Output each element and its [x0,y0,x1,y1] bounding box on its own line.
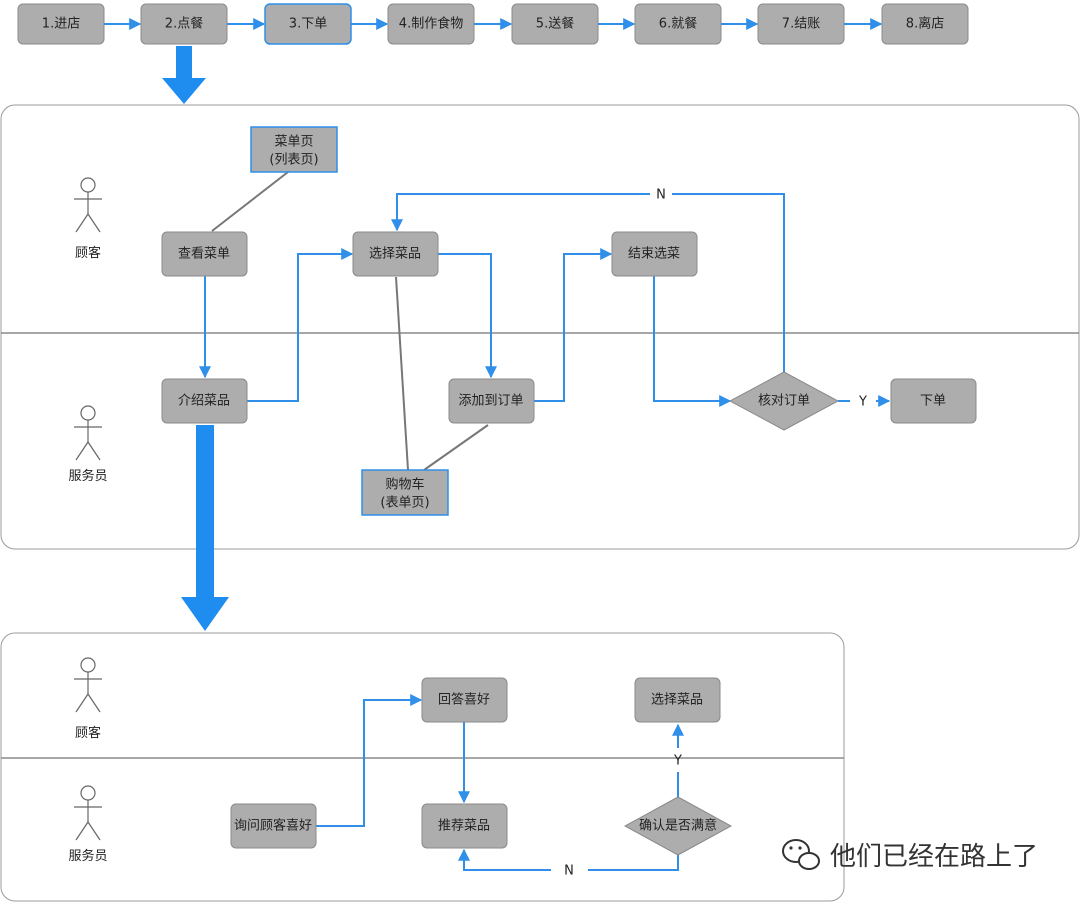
watermark: 他们已经在路上了 [782,839,1038,872]
flow-finish-to-check [653,276,732,407]
assoc-cart-add [423,424,489,471]
svg-text:(表单页): (表单页) [380,496,429,511]
wechat-icon [782,839,820,870]
confirm-satisfied-decision[interactable]: 确认是否满意 [623,796,733,856]
swimlane-2 [0,632,845,902]
ask-preference-node[interactable]: 询问顾客喜好 [230,803,317,849]
waiter-actor-icon-2 [74,785,102,841]
lane-label-customer: 顾客 [75,245,101,261]
svg-text:确认是否满意: 确认是否满意 [639,818,717,834]
flow-add-to-finish [534,248,613,402]
svg-text:菜单页: 菜单页 [274,135,313,150]
expand-arrow-2 [181,425,229,631]
svg-text:7.结账: 7.结账 [782,17,820,32]
svg-text:选择菜品: 选择菜品 [651,693,703,708]
place-order-node[interactable]: 下单 [890,378,977,424]
svg-text:购物车: 购物车 [385,477,424,493]
flow-ask-to-answer [316,694,423,827]
process-step-6[interactable]: 6.就餐 [634,3,722,45]
swimlane-1 [0,104,1080,550]
svg-text:介绍菜品: 介绍菜品 [178,394,230,409]
check-order-decision[interactable]: 核对订单 [728,371,840,431]
svg-text:结束选菜: 结束选菜 [628,247,680,262]
label-no-2: N [564,864,574,879]
customer-actor-icon [74,177,102,233]
svg-text:2.点餐: 2.点餐 [165,16,203,32]
label-no-1: N [656,188,666,203]
svg-text:6.就餐: 6.就餐 [659,16,697,32]
lane-label-waiter-2: 服务员 [68,848,107,864]
svg-text:8.离店: 8.离店 [906,16,944,32]
flow-select-to-add [438,253,497,379]
menu-page-doc[interactable]: 菜单页 (列表页) [250,126,338,173]
svg-text:4.制作食物: 4.制作食物 [399,16,463,32]
lane-label-waiter: 服务员 [68,468,107,484]
svg-text:3.下单: 3.下单 [289,17,327,32]
process-step-8[interactable]: 8.离店 [881,3,969,45]
svg-text:核对订单: 核对订单 [758,394,810,409]
select-dish-node[interactable]: 选择菜品 [352,231,439,277]
watermark-text: 他们已经在路上了 [830,842,1038,872]
svg-text:选择菜品: 选择菜品 [369,247,421,262]
view-menu-node[interactable]: 查看菜单 [161,231,248,277]
svg-text:1.进店: 1.进店 [42,17,80,32]
svg-text:添加到订单: 添加到订单 [458,394,523,409]
process-step-2[interactable]: 2.点餐 [140,3,228,45]
svg-text:(列表页): (列表页) [269,153,318,168]
waiter-actor-icon [74,405,102,461]
answer-preference-node[interactable]: 回答喜好 [421,677,508,723]
svg-text:回答喜好: 回答喜好 [438,692,490,708]
lane-label-customer-2: 顾客 [75,725,101,741]
svg-text:5.送餐: 5.送餐 [536,16,574,32]
process-step-7[interactable]: 7.结账 [757,3,845,45]
customer-actor-icon-2 [74,657,102,713]
process-step-3[interactable]: 3.下单 [264,3,352,45]
svg-text:下单: 下单 [920,394,946,409]
intro-dish-node[interactable]: 介绍菜品 [161,378,248,424]
expand-arrow-1 [162,46,206,104]
select-dish-node-2[interactable]: 选择菜品 [634,677,721,723]
svg-text:询问顾客喜好: 询问顾客喜好 [234,818,312,834]
svg-text:推荐菜品: 推荐菜品 [438,819,490,834]
assoc-menu-page [211,171,289,232]
assoc-cart-select [395,276,409,471]
flow-check-no [391,193,785,377]
add-to-order-node[interactable]: 添加到订单 [448,378,535,424]
flow-intro-to-select [247,248,354,402]
finish-select-node[interactable]: 结束选菜 [611,231,698,277]
flow-confirm-no [588,855,679,871]
cart-page-doc[interactable]: 购物车 (表单页) [361,469,449,516]
svg-text:查看菜单: 查看菜单 [178,246,230,262]
label-yes-1: Y [858,395,867,410]
process-step-5[interactable]: 5.送餐 [511,3,599,45]
process-step-1[interactable]: 1.进店 [17,3,105,45]
label-yes-2: Y [673,754,682,769]
recommend-dish-node[interactable]: 推荐菜品 [421,803,508,849]
flow-confirm-no-end [458,848,551,871]
process-step-4[interactable]: 4.制作食物 [387,3,475,45]
